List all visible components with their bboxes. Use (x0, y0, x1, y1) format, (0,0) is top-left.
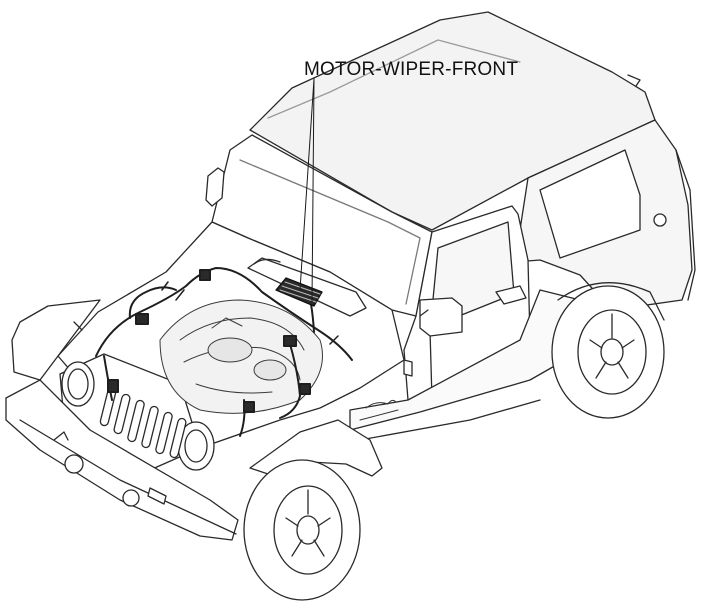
rear-body (514, 74, 696, 311)
mirror-right (419, 297, 463, 337)
callout-label: MOTOR-WIPER-FRONT (304, 59, 519, 80)
fender-left (11, 299, 101, 381)
engine-bay (159, 299, 323, 414)
front-bumper (5, 379, 239, 541)
callout-leader-lines (299, 78, 315, 303)
fender-emblem (359, 399, 399, 421)
front-wheel (243, 459, 361, 601)
front-grille (59, 353, 215, 471)
mirror-left (205, 167, 225, 207)
wiper-motor-icon (275, 277, 323, 307)
cowl-vent (247, 257, 367, 317)
rear-wheel (551, 282, 665, 419)
